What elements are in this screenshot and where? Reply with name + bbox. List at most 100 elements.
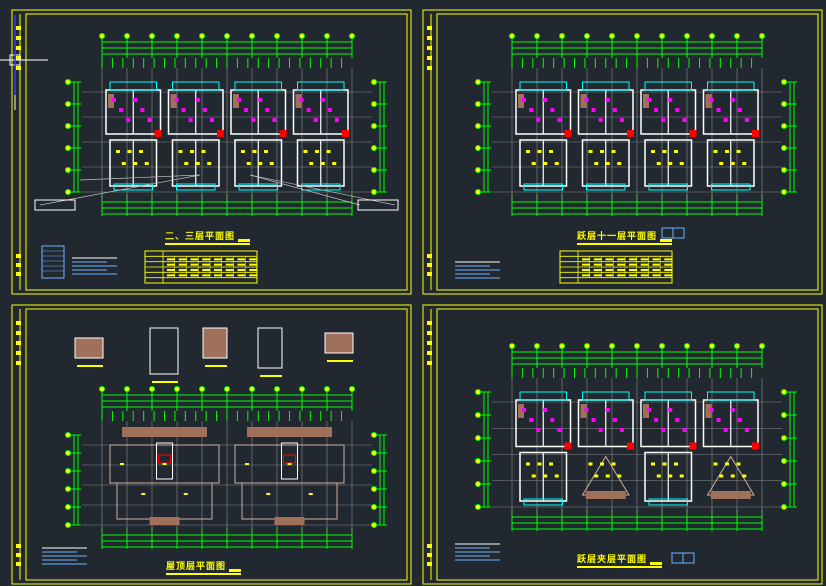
room-label [736,150,741,153]
balcony [711,183,751,191]
column-mark [752,442,759,450]
fixture [723,428,728,432]
stair [170,94,177,108]
balcony [586,183,626,191]
table-cell-value [178,274,187,277]
room-label [651,462,655,466]
room-label [554,162,559,165]
column-mark [689,130,697,137]
balcony [523,498,563,506]
bay-window [582,391,630,401]
room-label [543,474,548,478]
axis-bubble [475,458,481,464]
roof-text [266,493,271,495]
fixture [591,108,596,112]
fixture [744,428,749,432]
room-label [742,474,747,478]
axis-bubble [124,33,130,39]
room-label [656,474,661,478]
title-strip-text [16,321,21,325]
axis-bubble [734,343,740,349]
axis-bubble [781,167,787,173]
axis-bubble [475,189,481,195]
room-label [116,150,120,153]
fixture [327,108,332,112]
axis-bubble [584,343,590,349]
fixture [661,118,666,122]
fixture [682,118,687,122]
table-cell-value [225,269,234,271]
fixture [188,118,193,122]
fixture [682,428,687,432]
axis-bubble [609,33,615,39]
title-strip-text [427,272,432,276]
room-label [713,462,718,466]
column-mark [627,442,634,450]
fixture [737,108,742,112]
roof-ridge [274,517,305,525]
axis-bubble [371,468,377,474]
title-strip-text [16,341,21,345]
title-strip-text [16,66,21,70]
table-cell-value [617,263,626,266]
title-strip-text [427,254,432,258]
fixture [716,108,721,112]
room-label [730,474,735,478]
axis-bubble [324,33,330,39]
room-label [258,162,263,165]
axis-bubble [781,504,787,510]
room-label [605,162,610,165]
table-cell-value [225,263,234,266]
table-cell-value [202,263,211,266]
room-label [719,474,724,478]
title-strip-text [427,263,432,267]
table-cell-value [582,269,590,271]
axis-bubble [224,386,230,392]
title-strip-text [16,553,21,557]
axis-bubble [65,486,71,492]
fixture [730,98,735,102]
title-strip-text [16,331,21,335]
sheet-outer-frame [422,9,823,295]
sheet-inner-frame [25,308,408,581]
table-cell-value [202,269,211,271]
table-cell-value [249,263,258,266]
axis-bubble [199,33,205,39]
title-strip-text [427,36,432,40]
axis-bubble [781,101,787,107]
fixture [709,408,714,412]
fixture [334,118,339,122]
room-label [549,462,553,466]
fixture [584,408,589,412]
axis-bubble [709,343,715,349]
bay-window [234,81,282,91]
room-label [554,474,559,478]
fixture [675,418,680,422]
fixture [306,108,311,112]
room-label [531,474,536,478]
fixture [598,428,603,432]
room-label [269,162,274,165]
sheet-3-title: 屋顶层平面图 [166,562,242,575]
axis-bubble [734,33,740,39]
table-cell-value [664,258,673,261]
fixture [320,98,325,102]
table-cell-value [593,258,602,261]
axis-bubble [475,167,481,173]
room-label [713,150,718,153]
room-label [139,150,143,153]
bay-window [644,391,692,401]
stair [295,94,302,108]
fixture [557,428,562,432]
fixture [612,418,617,422]
axis-bubble [65,101,71,107]
section-line [79,174,201,181]
drawing-sheet-1 [11,9,412,295]
fixture [237,98,241,102]
room-label [594,474,599,478]
room-label [326,150,331,153]
floor-plan-2 [475,33,797,216]
axis-bubble [149,386,155,392]
table-cell-value [167,263,175,266]
